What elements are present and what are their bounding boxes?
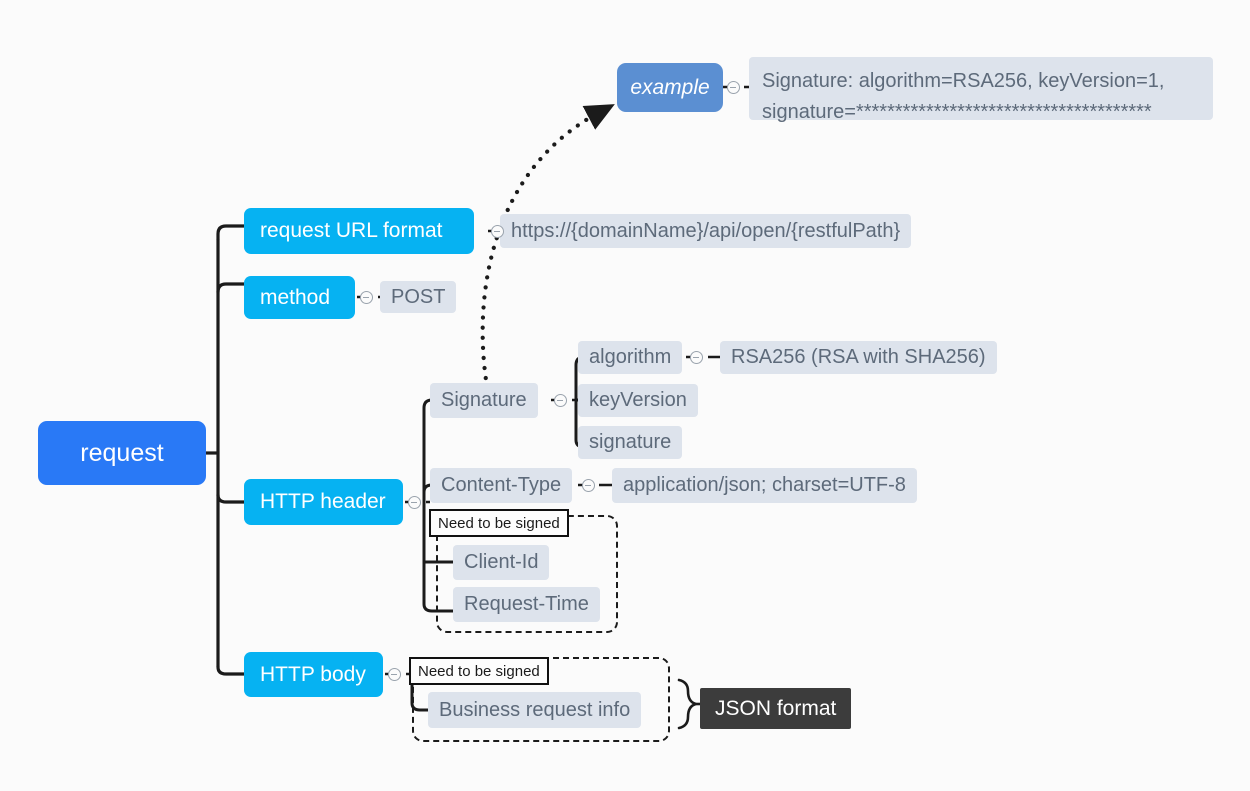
node-content-type[interactable]: Content-Type: [430, 468, 573, 503]
wire-to-http-body: [216, 665, 248, 676]
collapse-toggle-request-url-format[interactable]: [491, 225, 504, 238]
annotation-body-need-to-be-signed: Need to be signed: [409, 657, 549, 685]
leaf-request-time-label: Request-Time: [464, 593, 589, 615]
branch-http-body[interactable]: HTTP body: [244, 652, 383, 697]
leaf-request-url-value[interactable]: https://{domainName}/api/open/{restfulPa…: [500, 214, 912, 248]
branch-method-label: method: [260, 285, 331, 309]
wire-to-method: [216, 282, 248, 294]
leaf-signature-label: signature: [589, 431, 672, 453]
annotation-body-need-to-be-signed-text: Need to be signed: [418, 662, 540, 680]
node-content-type-label: Content-Type: [441, 474, 562, 496]
collapse-toggle-signature[interactable]: [554, 394, 567, 407]
callout-example[interactable]: example: [617, 63, 723, 112]
leaf-signature[interactable]: signature: [578, 426, 683, 459]
wire-to-http-header: [216, 493, 248, 504]
annotation-header-need-to-be-signed: Need to be signed: [429, 509, 569, 537]
curly-brace-icon: [677, 678, 697, 730]
branch-request-url-format-label: request URL format: [260, 219, 443, 242]
leaf-request-time[interactable]: Request-Time: [453, 587, 600, 622]
collapse-toggle-http-body[interactable]: [388, 668, 401, 681]
collapse-toggle-method[interactable]: [360, 291, 373, 304]
branch-http-header-label: HTTP header: [260, 490, 386, 513]
leaf-client-id[interactable]: Client-Id: [453, 545, 550, 580]
leaf-algorithm-value[interactable]: RSA256 (RSA with SHA256): [720, 341, 997, 374]
leaf-business-request-info-label: Business request info: [439, 698, 631, 721]
badge-json-format[interactable]: JSON format: [700, 688, 852, 729]
badge-json-format-text: JSON format: [715, 696, 837, 720]
leaf-key-version-label: keyVersion: [589, 389, 687, 411]
leaf-key-version[interactable]: keyVersion: [578, 384, 698, 417]
collapse-toggle-content-type[interactable]: [582, 479, 595, 492]
collapse-toggle-http-header[interactable]: [408, 496, 421, 509]
leaf-content-type-value[interactable]: application/json; charset=UTF-8: [612, 468, 917, 503]
root-node-label: request: [80, 438, 164, 467]
branch-request-url-format[interactable]: request URL format: [244, 208, 474, 254]
leaf-example-value-line1: Signature: algorithm=RSA256, keyVersion=…: [762, 70, 1165, 92]
leaf-example-value-line2: signature=******************************…: [762, 101, 1152, 123]
branch-http-body-label: HTTP body: [260, 662, 366, 686]
node-signature[interactable]: Signature: [430, 383, 538, 418]
leaf-client-id-label: Client-Id: [464, 551, 539, 573]
collapse-toggle-algorithm[interactable]: [690, 351, 703, 364]
leaf-request-url-value-text: https://{domainName}/api/open/{restfulPa…: [511, 219, 901, 242]
branch-http-header[interactable]: HTTP header: [244, 479, 403, 525]
root-node-request[interactable]: request: [38, 421, 206, 485]
wire-to-request-url-format: [216, 224, 246, 241]
leaf-algorithm-value-text: RSA256 (RSA with SHA256): [731, 346, 986, 368]
leaf-algorithm-label: algorithm: [589, 346, 672, 368]
branch-method[interactable]: method: [244, 276, 355, 319]
leaf-algorithm[interactable]: algorithm: [578, 341, 683, 374]
node-signature-label: Signature: [441, 389, 527, 411]
leaf-method-value-text: POST: [391, 285, 446, 308]
collapse-toggle-example[interactable]: [727, 81, 740, 94]
annotation-header-need-to-be-signed-text: Need to be signed: [438, 514, 560, 532]
leaf-business-request-info[interactable]: Business request info: [428, 692, 642, 728]
leaf-content-type-value-text: application/json; charset=UTF-8: [623, 474, 906, 496]
leaf-example-value[interactable]: Signature: algorithm=RSA256, keyVersion=…: [749, 57, 1213, 123]
leaf-method-value[interactable]: POST: [380, 281, 457, 313]
callout-example-label: example: [630, 75, 710, 99]
